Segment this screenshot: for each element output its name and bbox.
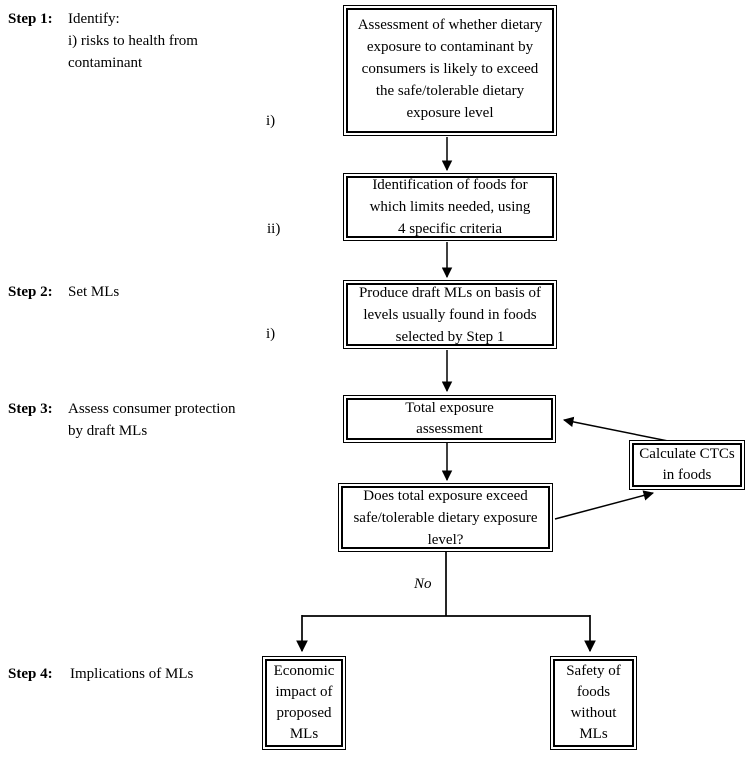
marker-step1-ii: ii) — [267, 221, 281, 237]
arrow-ctcs-to-total-exposure — [562, 416, 669, 442]
box-exceed-question: Does total exposure exceed safe/tolerabl… — [338, 483, 553, 552]
box-calculate-ctcs-text: Calculate CTCs in foods — [639, 446, 735, 483]
box-draft-mls-border: Produce draft MLs on basis of levels usu… — [346, 283, 554, 346]
step4-text: Implications of MLs — [70, 666, 194, 682]
box-economic-impact-text: Economic impact of proposed MLs — [273, 663, 335, 742]
step2-text: Set MLs — [68, 284, 120, 300]
step3-text: Assess consumer protection by draft MLs — [68, 401, 236, 439]
box-economic-impact: Economic impact of proposed MLs — [262, 656, 346, 750]
no-branch-label: No — [414, 576, 432, 592]
box-identification-text: Identification of foods for which limits… — [369, 177, 531, 237]
step4-label: Step 4: — [8, 666, 53, 682]
box-identification-border: Identification of foods for which limits… — [346, 176, 554, 238]
step2-label: Step 2: — [8, 284, 53, 300]
step3-label: Step 3: — [8, 401, 53, 417]
box-safety-without: Safety of foods without MLs — [550, 656, 637, 750]
box-draft-mls-text: Produce draft MLs on basis of levels usu… — [358, 284, 542, 345]
box-total-exposure-text: Total exposure assessment — [405, 400, 494, 437]
box-draft-mls: Produce draft MLs on basis of levels usu… — [343, 280, 557, 349]
box-total-exposure-border: Total exposure assessment — [346, 398, 553, 440]
box-exceed-question-text: Does total exposure exceed safe/tolerabl… — [353, 487, 538, 548]
arrow-question-to-ctcs — [554, 490, 655, 520]
step1-label: Step 1: — [8, 11, 53, 27]
marker-step1-i: i) — [266, 113, 276, 129]
box-exceed-question-border: Does total exposure exceed safe/tolerabl… — [341, 486, 550, 549]
box-assessment-border: Assessment of whether dietary exposure t… — [346, 8, 554, 133]
box-calculate-ctcs-border: Calculate CTCs in foods — [632, 443, 742, 487]
box-safety-without-text: Safety of foods without MLs — [566, 663, 621, 742]
marker-step2-i: i) — [266, 326, 276, 342]
box-safety-without-border: Safety of foods without MLs — [553, 659, 634, 747]
box-assessment: Assessment of whether dietary exposure t… — [343, 5, 557, 136]
box-identification: Identification of foods for which limits… — [343, 173, 557, 241]
box-calculate-ctcs: Calculate CTCs in foods — [629, 440, 745, 490]
box-assessment-text: Assessment of whether dietary exposure t… — [357, 17, 543, 121]
step1-text: Identify: i) risks to health from contam… — [68, 11, 198, 71]
box-total-exposure: Total exposure assessment — [343, 395, 556, 443]
box-economic-impact-border: Economic impact of proposed MLs — [265, 659, 343, 747]
